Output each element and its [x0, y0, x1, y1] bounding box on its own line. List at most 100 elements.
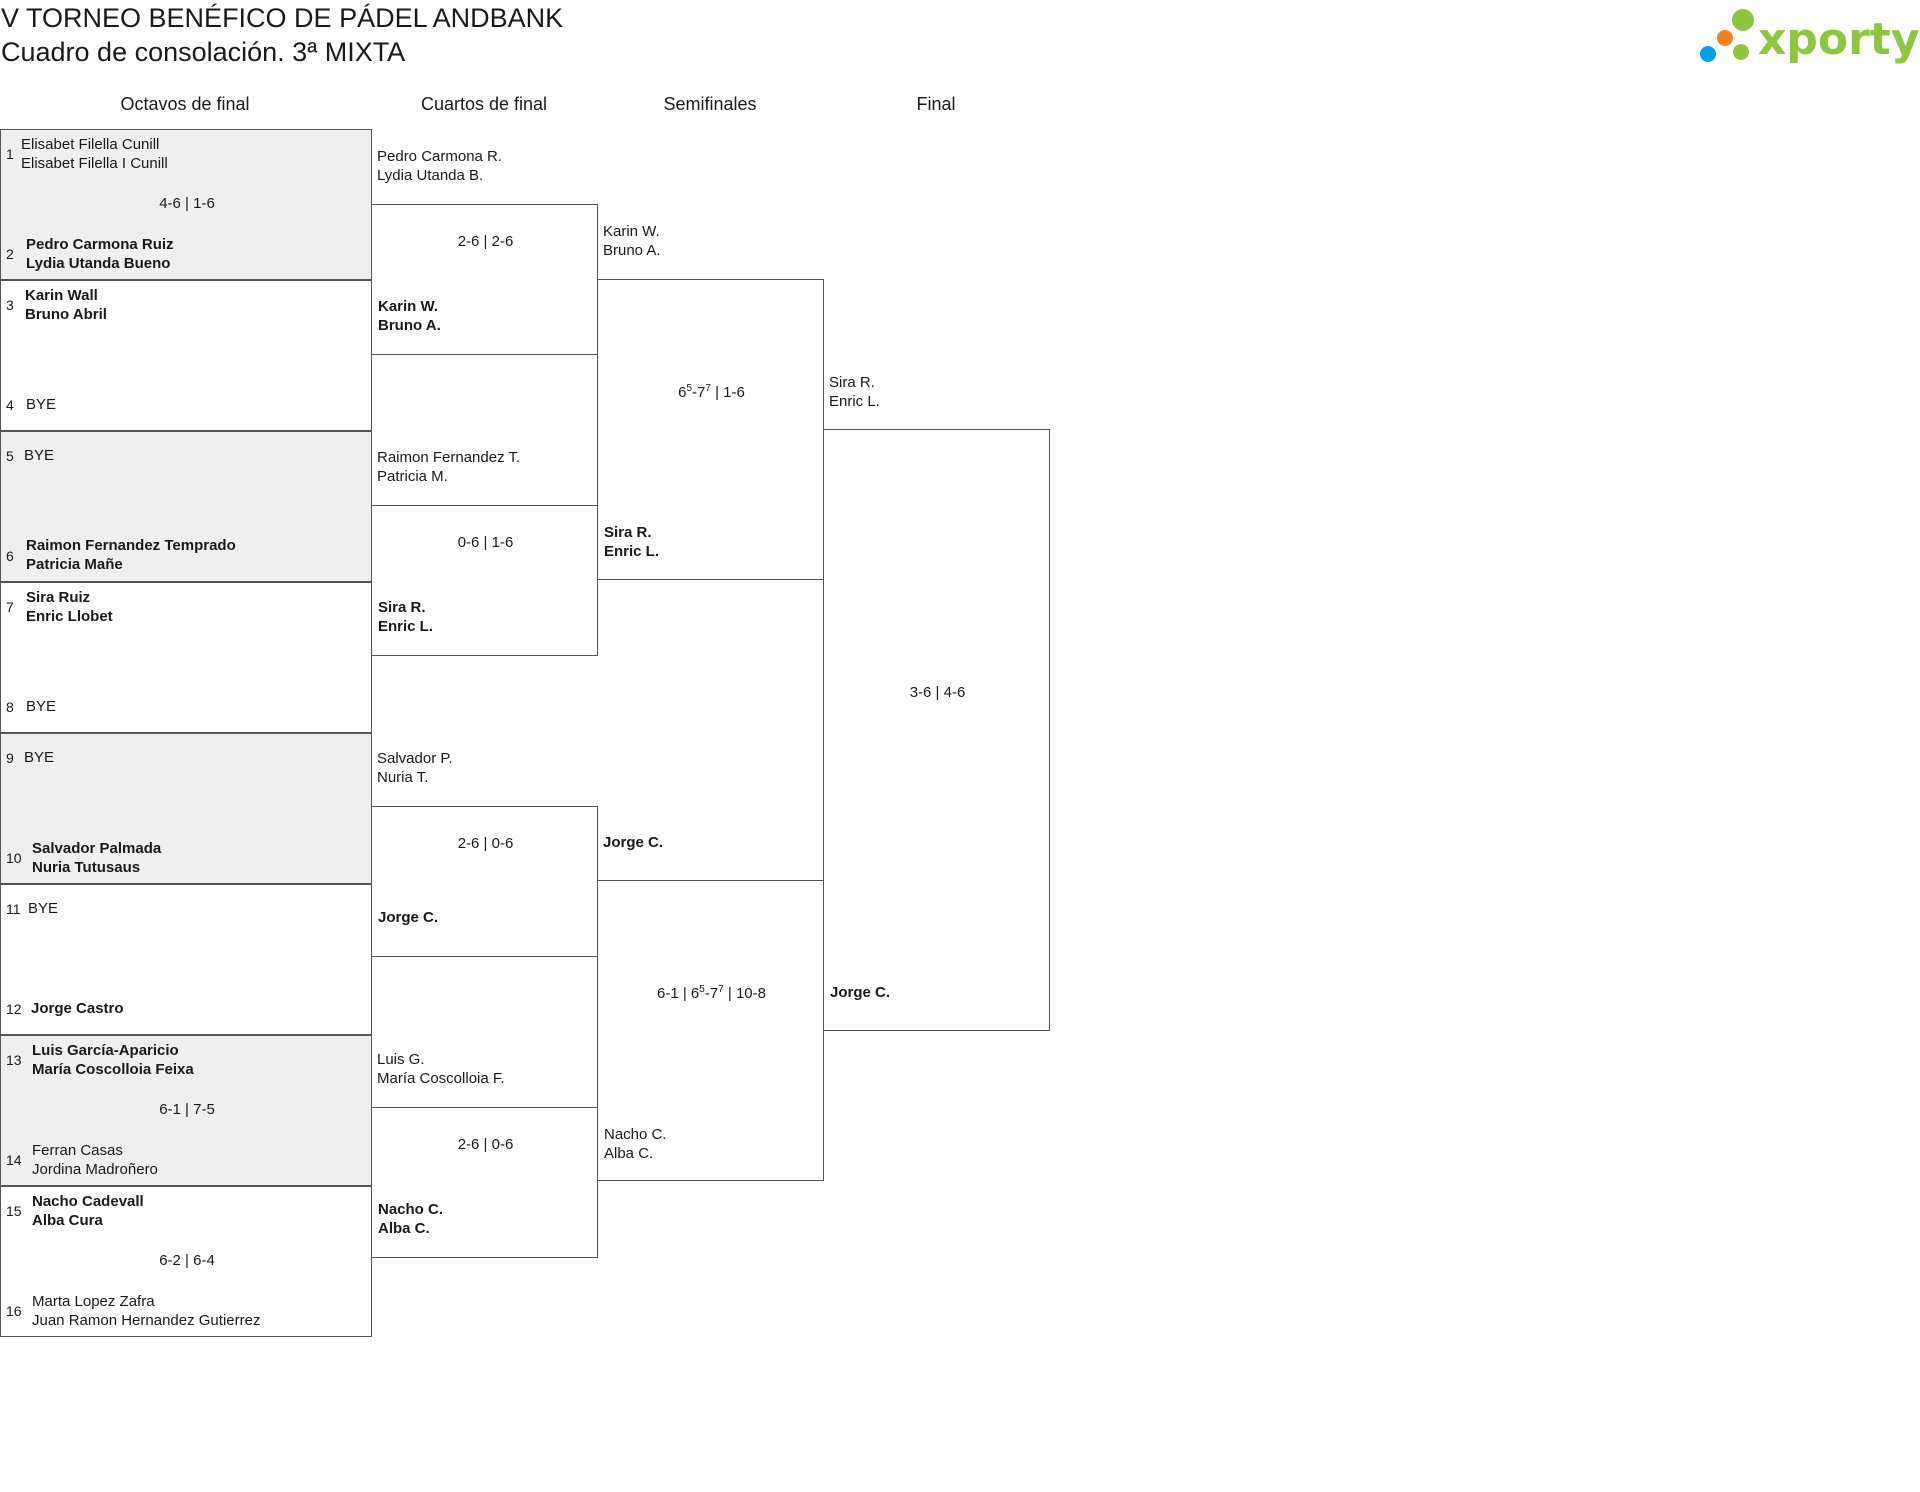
round-header-octavos: Octavos de final	[120, 94, 250, 114]
team-line-winner: Jorge C.	[603, 834, 664, 851]
team-line: Juan Ramon Hernandez Gutierrez	[32, 1312, 261, 1329]
match-r16-4: 7 Sira Ruiz Enric Llobet 8 BYE	[0, 582, 372, 733]
match-score: 6-1 | 65-77 | 10-8	[657, 984, 766, 1002]
match-r16-8: 15 Nacho Cadevall Alba Cura 6-2 | 6-4 16…	[0, 1186, 372, 1337]
team-line-winner: Luis García-Aparicio	[32, 1042, 179, 1059]
logo-dot-orange	[1717, 30, 1733, 46]
round-header-semifinales: Semifinales	[663, 94, 757, 114]
team-line: Sira R.	[829, 374, 875, 391]
team-line-winner: Jorge C.	[830, 984, 891, 1001]
xporty-logo: xporty	[1695, 4, 1920, 70]
team-line-winner: Karin Wall	[25, 287, 98, 304]
team-line-winner: Alba C.	[378, 1220, 430, 1237]
match-score: 6-2 | 6-4	[159, 1252, 215, 1269]
seed-number: 12	[6, 1001, 22, 1017]
team-line-winner: Sira Ruiz	[26, 589, 91, 606]
seed-number: 16	[6, 1303, 22, 1319]
match-score: 65-77 | 1-6	[678, 383, 745, 401]
team-line-winner: Nuria Tutusaus	[32, 859, 141, 876]
team-line-winner: Patricia Mañe	[26, 556, 123, 573]
team-line-winner: Nacho Cadevall	[32, 1193, 144, 1210]
match-r16-5: 9 BYE 10 Salvador Palmada Nuria Tutusaus	[0, 733, 372, 884]
seed-number: 1	[6, 146, 14, 162]
team-line: Lydia Utanda B.	[377, 167, 484, 184]
team-line: María Coscolloia F.	[377, 1070, 505, 1087]
logo-wordmark: xporty	[1758, 14, 1920, 65]
match-score: 3-6 | 4-6	[909, 684, 966, 701]
team-line: Salvador P.	[377, 750, 453, 767]
team-line-winner: Jorge Castro	[31, 1000, 124, 1017]
match-score: 2-6 | 0-6	[457, 835, 514, 852]
match-score: 6-1 | 7-5	[159, 1101, 215, 1118]
team-line-winner: Jorge C.	[378, 909, 439, 926]
team-line: Nuria T.	[377, 769, 429, 786]
team-line-winner: Enric L.	[378, 618, 434, 635]
team-line: Alba C.	[604, 1145, 654, 1162]
match-r16-3: 5 BYE 6 Raimon Fernandez Temprado Patric…	[0, 431, 372, 582]
match-r16-6: 11 BYE 12 Jorge Castro	[0, 884, 372, 1035]
team-line-winner: Karin W.	[378, 298, 439, 315]
seed-number: 2	[6, 246, 14, 262]
seed-number: 11	[6, 901, 21, 917]
match-sf-1: 65-77 | 1-6 Sira R. Enric L.	[597, 279, 824, 580]
team-line-winner: Bruno Abril	[25, 306, 107, 323]
team-line-winner: Raimon Fernandez Temprado	[26, 537, 236, 554]
round-header-final: Final	[916, 94, 956, 114]
match-score: 0-6 | 1-6	[457, 534, 514, 551]
match-r16-2: 3 Karin Wall Bruno Abril 4 BYE	[0, 280, 372, 431]
seed-number: 8	[6, 699, 14, 715]
logo-dot-green-small	[1733, 44, 1749, 60]
match-final: 3-6 | 4-6 Jorge C.	[823, 429, 1050, 1031]
team-line-winner: Pedro Carmona Ruiz	[26, 236, 174, 253]
team-line: BYE	[24, 447, 55, 464]
logo-dot-blue	[1700, 46, 1716, 62]
match-score: 2-6 | 2-6	[457, 233, 514, 250]
team-line: Elisabet Filella Cunill	[21, 136, 160, 153]
team-line-winner: Enric L.	[604, 543, 660, 560]
team-line: Patricia M.	[377, 468, 448, 485]
seed-number: 4	[6, 397, 14, 413]
round-header-cuartos: Cuartos de final	[420, 94, 548, 114]
team-line: Pedro Carmona R.	[377, 148, 503, 165]
team-line-winner: Enric Llobet	[26, 608, 113, 625]
match-score: 2-6 | 0-6	[457, 1136, 514, 1153]
team-line-winner: María Coscolloia Feixa	[32, 1061, 194, 1078]
seed-number: 7	[6, 599, 14, 615]
team-line: BYE	[26, 396, 57, 413]
seed-number: 15	[6, 1203, 22, 1219]
team-line: Raimon Fernandez T.	[377, 449, 521, 466]
match-r16-1: 1 Elisabet Filella Cunill Elisabet Filel…	[0, 129, 372, 280]
match-qf-4: 2-6 | 0-6 Nacho C. Alba C.	[371, 1107, 598, 1258]
team-line-winner: Bruno A.	[378, 317, 441, 334]
draw-subtitle: Cuadro de consolación. 3ª MIXTA	[1, 37, 406, 67]
team-line: Nacho C.	[604, 1126, 667, 1143]
team-line-winner: Lydia Utanda Bueno	[26, 255, 171, 272]
team-line: Enric L.	[829, 393, 880, 410]
seed-number: 9	[6, 750, 14, 766]
match-qf-1: 2-6 | 2-6 Karin W. Bruno A.	[371, 204, 598, 355]
match-r16-7: 13 Luis García-Aparicio María Coscolloia…	[0, 1035, 372, 1186]
team-line: BYE	[26, 698, 57, 715]
team-line: Bruno A.	[603, 242, 661, 259]
team-line: Luis G.	[377, 1051, 425, 1068]
team-line-winner: Sira R.	[604, 524, 652, 541]
seed-number: 6	[6, 548, 14, 564]
seed-number: 13	[6, 1052, 22, 1068]
logo-dot-green	[1732, 9, 1754, 31]
team-line: Elisabet Filella I Cunill	[21, 155, 168, 172]
seed-number: 5	[6, 448, 14, 464]
team-line: Marta Lopez Zafra	[32, 1293, 155, 1310]
team-line-winner: Sira R.	[378, 599, 426, 616]
team-line-winner: Salvador Palmada	[32, 840, 162, 857]
team-line-winner: Alba Cura	[32, 1212, 103, 1229]
match-qf-2: 0-6 | 1-6 Sira R. Enric L.	[371, 505, 598, 656]
team-line: Karin W.	[603, 223, 660, 240]
tournament-title: V TORNEO BENÉFICO DE PÁDEL ANDBANK	[1, 3, 564, 33]
match-score: 4-6 | 1-6	[159, 195, 215, 212]
seed-number: 3	[6, 297, 14, 313]
match-sf-2: 6-1 | 65-77 | 10-8 Nacho C. Alba C.	[597, 880, 824, 1181]
seed-number: 14	[6, 1152, 22, 1168]
team-line: Ferran Casas	[32, 1142, 123, 1159]
seed-number: 10	[6, 850, 22, 866]
team-line-winner: Nacho C.	[378, 1201, 444, 1218]
